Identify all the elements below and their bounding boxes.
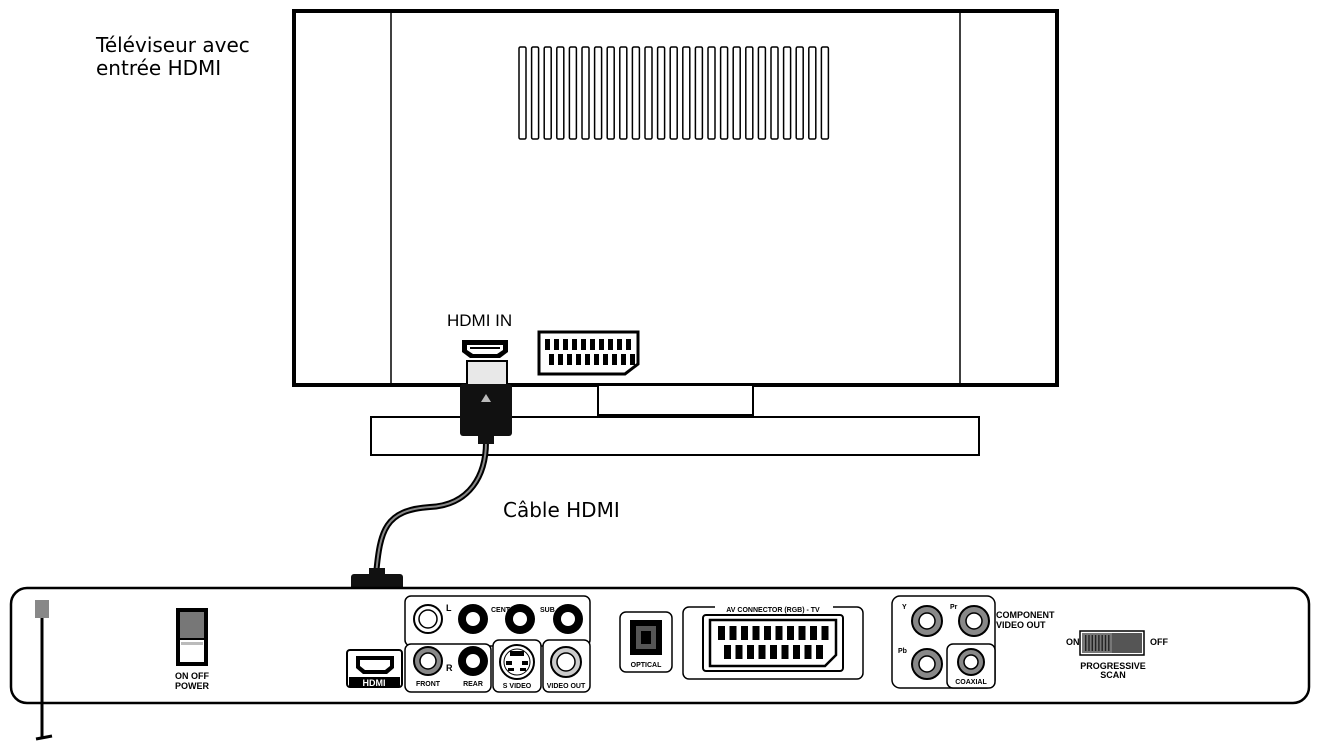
- audio-l-label: L: [446, 603, 452, 613]
- hdmi-in-label: HDMI IN: [447, 311, 512, 330]
- audio-front-jack: [458, 604, 488, 634]
- vent-slot: [732, 46, 741, 140]
- vent-slot: [669, 46, 678, 140]
- progressive-scan-switch: [1079, 630, 1145, 656]
- television: [292, 9, 1059, 387]
- component-title-line2: VIDEO OUT: [996, 620, 1046, 630]
- s-video-port: [499, 644, 535, 680]
- audio-sub-jack: [553, 604, 583, 634]
- progressive-title-line2: SCAN: [1100, 670, 1126, 680]
- vent-slot: [795, 46, 804, 140]
- av-connector-label: AV CONNECTOR (RGB) - TV: [726, 607, 820, 614]
- vent-slot: [707, 46, 716, 140]
- vent-slot: [543, 46, 552, 140]
- audio-cent-label: CENT: [491, 607, 511, 614]
- vent-slot: [757, 46, 767, 140]
- video-out-jack: [550, 646, 582, 678]
- audio-center-jack: [505, 604, 535, 634]
- component-y-label: Y: [902, 604, 907, 611]
- progressive-on-label: ON: [1066, 637, 1080, 647]
- tv-caption-line1: Téléviseur avec: [95, 33, 250, 57]
- tv-scart-port: [537, 330, 640, 376]
- audio-l-jack: [413, 604, 443, 634]
- power-label-line1: ON OFF: [175, 671, 209, 681]
- component-pb-jack: [911, 648, 943, 680]
- progressive-off-label: OFF: [1150, 637, 1168, 647]
- component-y-jack: [911, 605, 943, 637]
- tv-hdmi-in-port: [462, 340, 508, 358]
- video-out-label: VIDEO OUT: [547, 683, 586, 690]
- vent-slot: [631, 46, 641, 140]
- tv-ventilation-grille: [518, 46, 830, 140]
- audio-r-label: R: [446, 663, 453, 673]
- vent-slot: [606, 46, 615, 140]
- component-title-line1: COMPONENT: [996, 610, 1055, 620]
- audio-rear-label: REAR: [463, 681, 483, 688]
- vent-slot: [745, 46, 754, 140]
- s-video-label: S VIDEO: [503, 683, 532, 690]
- vent-slot: [820, 46, 830, 140]
- av-connector-scart: [682, 603, 864, 680]
- cable-plug-tv-end: [460, 360, 512, 444]
- component-pr-label: Pr: [950, 604, 958, 611]
- vent-slot: [656, 46, 666, 140]
- power-cord: [35, 600, 53, 741]
- vent-slot: [518, 46, 527, 140]
- vent-slot: [568, 46, 578, 140]
- component-pb-label: Pb: [898, 648, 907, 655]
- coaxial-label: COAXIAL: [955, 679, 987, 686]
- audio-rear-jack: [458, 646, 488, 676]
- vent-slot: [556, 46, 565, 140]
- vent-slot: [682, 46, 691, 140]
- vent-slot: [581, 46, 590, 140]
- vent-slot: [593, 46, 603, 140]
- optical-port: [619, 611, 673, 673]
- tv-caption-line2: entrée HDMI: [96, 56, 221, 80]
- vent-slot: [782, 46, 792, 140]
- vent-slot: [694, 46, 704, 140]
- labels: Téléviseur avec entrée HDMI HDMI IN Câbl…: [95, 33, 1168, 691]
- coaxial-jack: [957, 648, 985, 676]
- audio-sub-label: SUB: [540, 607, 555, 614]
- cable-caption: Câble HDMI: [503, 498, 620, 522]
- vent-slot: [530, 46, 540, 140]
- power-label-line2: POWER: [175, 681, 210, 691]
- audio-front-label: FRONT: [416, 681, 441, 688]
- optical-label: OPTICAL: [631, 662, 662, 669]
- component-video-group: [891, 595, 996, 689]
- vent-slot: [619, 46, 628, 140]
- audio-r-jack: [413, 646, 443, 676]
- vent-slot: [808, 46, 817, 140]
- dvd-player-back-panel: [9, 586, 1311, 741]
- power-switch: [176, 608, 208, 666]
- arrow-up-icon: [481, 394, 491, 402]
- hdmi-port-label: HDMI: [363, 678, 386, 688]
- vent-slot: [770, 46, 779, 140]
- component-pr-jack: [958, 605, 990, 637]
- vent-slot: [719, 46, 729, 140]
- player-hdmi-out-port: [346, 649, 403, 688]
- progressive-title-line1: PROGRESSIVE: [1080, 661, 1146, 671]
- vent-slot: [644, 46, 653, 140]
